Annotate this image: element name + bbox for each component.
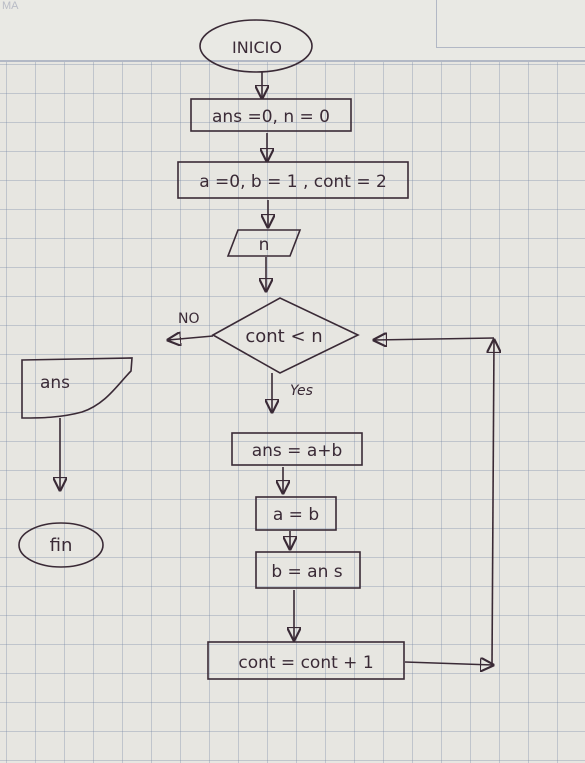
header-faint-text: MA [2, 0, 19, 12]
yes-label: Yes [290, 383, 313, 399]
output-label: ans [40, 373, 70, 393]
init2-label: a =0, b = 1 , cont = 2 [199, 172, 387, 192]
header-box [436, 0, 585, 48]
init2-box [177, 161, 409, 199]
input-label: n [259, 235, 270, 255]
step4-label: cont = cont + 1 [238, 653, 373, 673]
step1-label: ans = a+b [252, 441, 343, 461]
header-strip: MA [0, 0, 585, 62]
step2-box [255, 496, 337, 531]
arrow-loop-left [374, 338, 495, 340]
decision-label: cont < n [245, 326, 322, 347]
step4-box [207, 641, 405, 680]
init1-box [190, 98, 352, 132]
step2-label: a = b [273, 505, 319, 525]
arrow-loop-right [404, 662, 493, 665]
end-label: fin [50, 535, 73, 556]
step3-box [255, 551, 361, 589]
step3-label: b = an s [271, 562, 342, 582]
decision-diamond [211, 297, 360, 374]
end-terminal [18, 522, 104, 568]
start-terminal [199, 19, 313, 73]
input-parallelogram [226, 229, 302, 257]
output-document [21, 357, 133, 419]
step1-box [231, 432, 363, 466]
no-label: NO [178, 311, 200, 327]
arrow-loop-up [492, 340, 494, 666]
start-label: INICIO [232, 38, 282, 57]
init1-label: ans =0, n = 0 [212, 107, 330, 127]
arrow-decision-no [168, 336, 214, 340]
